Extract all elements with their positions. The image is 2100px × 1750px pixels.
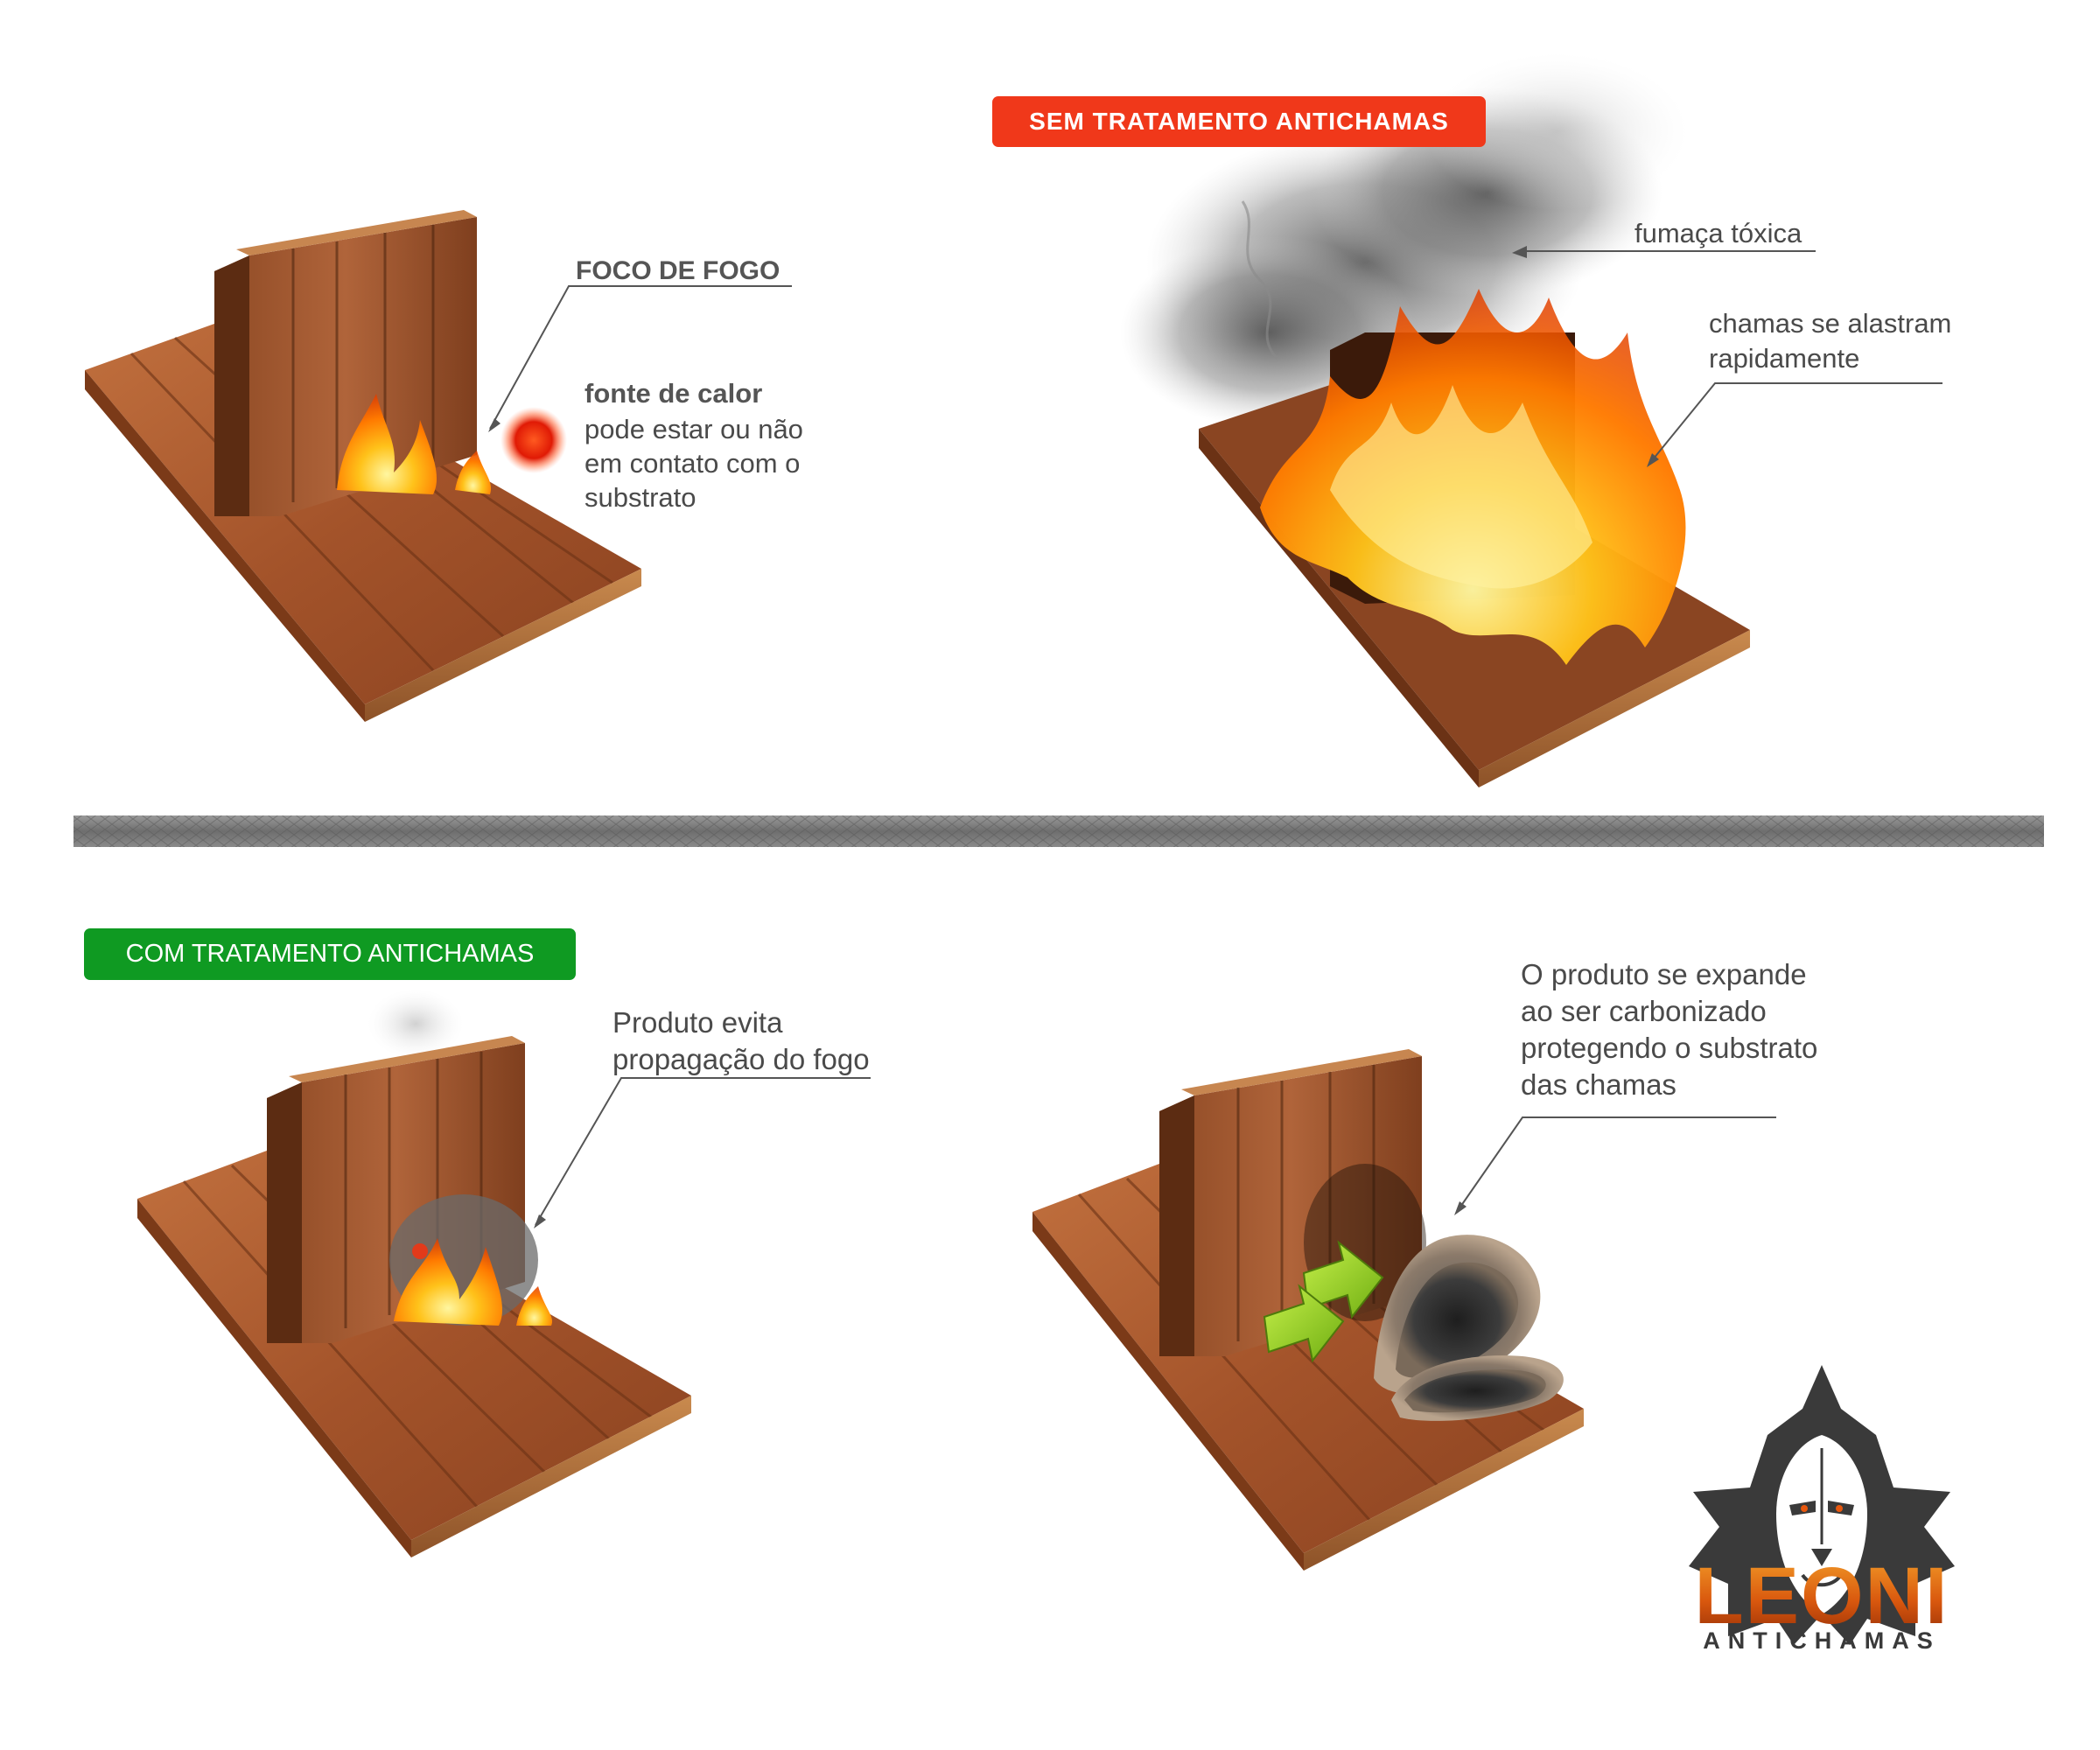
prevents-line-1: Produto evita bbox=[612, 1006, 783, 1039]
toxic-smoke-label: fumaça tóxica bbox=[1634, 218, 1802, 248]
flames-line-2: rapidamente bbox=[1709, 343, 1860, 374]
protected-wood-model bbox=[1032, 1049, 1584, 1571]
treated-wood-model bbox=[137, 989, 691, 1558]
green-arrow-icon bbox=[1263, 1240, 1384, 1363]
divider-bar bbox=[74, 816, 2044, 847]
expands-line-3: protegendo o substrato bbox=[1521, 1032, 1818, 1064]
expands-line-4: das chamas bbox=[1521, 1068, 1676, 1101]
heat-source-line-3: substrato bbox=[584, 482, 696, 513]
expands-line-1: O produto se expande bbox=[1521, 958, 1807, 990]
burning-wood-model bbox=[1120, 52, 1750, 788]
focus-heading: FOCO DE FOGO bbox=[576, 256, 780, 285]
heat-source-line-2: em contato com o bbox=[584, 448, 801, 479]
logo-subtitle: ANTICHAMAS bbox=[1703, 1628, 1941, 1654]
untreated-tag: SEM TRATAMENTO ANTICHAMAS bbox=[992, 96, 1486, 147]
heat-source-line-1: pode estar ou não bbox=[584, 414, 803, 444]
leader-line bbox=[1648, 382, 1942, 465]
leader-line bbox=[535, 1077, 871, 1226]
treated-tag: COM TRATAMENTO ANTICHAMAS bbox=[84, 928, 576, 980]
heat-source-icon bbox=[500, 407, 567, 473]
leader-line bbox=[1456, 1116, 1776, 1213]
heat-source-title: fonte de calor bbox=[584, 378, 763, 409]
logo-name: LEONI bbox=[1664, 1550, 1979, 1642]
wood-model-ignition bbox=[85, 210, 641, 722]
expands-line-2: ao ser carbonizado bbox=[1521, 995, 1767, 1027]
prevents-line-2: propagação do fogo bbox=[612, 1043, 870, 1075]
flames-line-1: chamas se alastram bbox=[1709, 308, 1952, 339]
small-fire-icon bbox=[337, 394, 492, 494]
leader-line bbox=[489, 285, 792, 430]
intumescent-char-icon bbox=[1374, 1235, 1564, 1421]
lion-head-icon bbox=[1689, 1365, 1955, 1645]
